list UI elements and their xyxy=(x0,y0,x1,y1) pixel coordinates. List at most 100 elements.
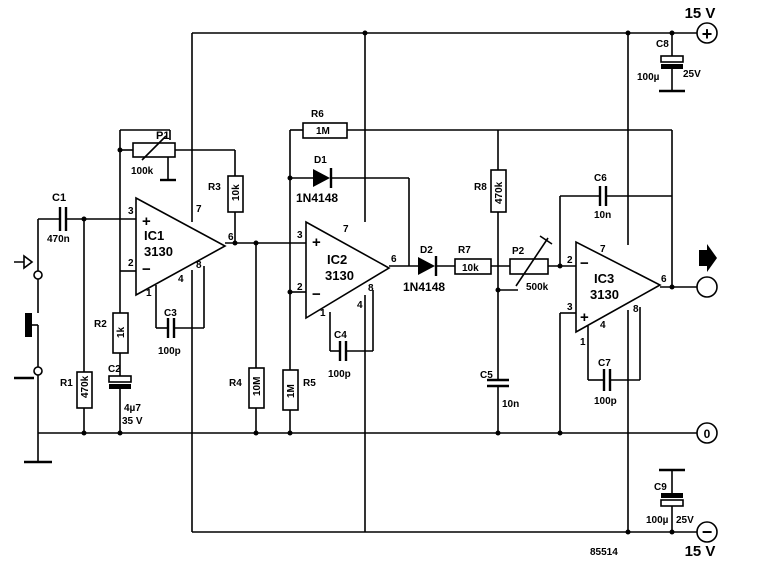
microphone-icon xyxy=(25,313,32,337)
c1-label: C1 xyxy=(52,192,66,204)
svg-text:6: 6 xyxy=(661,274,667,285)
svg-text:8: 8 xyxy=(368,283,374,294)
d1-label: D1 xyxy=(314,155,327,166)
svg-text:+: + xyxy=(580,309,589,326)
c2-rating: 35 V xyxy=(122,416,143,427)
plus-sign: + xyxy=(702,24,713,44)
c8-rating: 25V xyxy=(683,69,701,80)
c6-label: C6 xyxy=(594,173,607,184)
c5-value: 10n xyxy=(502,399,519,410)
positive-terminal xyxy=(696,22,718,44)
c6-value: 10n xyxy=(594,210,611,221)
c9-value: 100µ xyxy=(646,515,669,526)
svg-text:6: 6 xyxy=(391,254,397,265)
svg-text:7: 7 xyxy=(196,204,202,215)
c7-label: C7 xyxy=(598,358,611,369)
c2-capacitor xyxy=(108,375,132,383)
svg-text:8: 8 xyxy=(633,304,639,315)
ic2-name: IC2 xyxy=(327,252,347,267)
minus-sign: − xyxy=(702,522,713,542)
ic2-opamp xyxy=(305,220,391,320)
r5-label: R5 xyxy=(303,378,316,389)
c5-label: C5 xyxy=(480,370,493,381)
svg-text:8: 8 xyxy=(196,260,202,271)
svg-text:4: 4 xyxy=(178,274,184,285)
svg-text:1: 1 xyxy=(320,308,326,319)
svg-text:6: 6 xyxy=(228,232,234,243)
r2-value: 1k xyxy=(116,326,127,338)
c8-value: 100µ xyxy=(637,72,660,83)
r5-value: 1M xyxy=(286,384,297,398)
d1-value: 1N4148 xyxy=(296,191,338,205)
r6-value: 1M xyxy=(316,126,330,137)
r7-label: R7 xyxy=(458,245,471,256)
p1-potentiometer xyxy=(132,142,176,158)
positive-supply-label: 15 V xyxy=(685,5,716,22)
r3-label: R3 xyxy=(208,182,221,193)
r8-label: R8 xyxy=(474,182,487,193)
svg-text:7: 7 xyxy=(343,224,349,235)
p1-label: P1 xyxy=(156,130,169,142)
d1-diode xyxy=(313,169,330,187)
r8-value: 470k xyxy=(494,181,505,204)
p2-value: 500k xyxy=(526,282,549,293)
svg-text:2: 2 xyxy=(567,255,573,266)
c3-value: 100p xyxy=(158,346,181,357)
r2-label: R2 xyxy=(94,319,107,330)
d2-diode xyxy=(418,257,435,275)
c3-label: C3 xyxy=(164,308,177,319)
input-terminal xyxy=(33,270,43,280)
ic1-type: 3130 xyxy=(144,244,173,259)
c9-capacitor xyxy=(660,499,684,507)
svg-text:3: 3 xyxy=(297,230,303,241)
p2-label: P2 xyxy=(512,246,525,257)
c1-value: 470n xyxy=(47,234,70,245)
negative-supply-label: 15 V xyxy=(685,543,716,560)
input-arrow-icon xyxy=(14,254,34,270)
d2-label: D2 xyxy=(420,245,433,256)
c4-value: 100p xyxy=(328,369,351,380)
ic2-type: 3130 xyxy=(325,268,354,283)
svg-text:1: 1 xyxy=(146,288,152,299)
ground-terminal xyxy=(696,422,718,444)
ic1-opamp xyxy=(135,196,227,297)
r1-label: R1 xyxy=(60,378,73,389)
svg-text:−: − xyxy=(312,286,321,303)
c8-capacitor xyxy=(660,55,684,63)
output-arrow-icon xyxy=(699,244,717,272)
svg-text:+: + xyxy=(142,213,151,230)
output-terminal xyxy=(696,276,718,298)
c2-label: C2 xyxy=(108,364,121,375)
c9-rating: 25V xyxy=(676,515,694,526)
c2-value: 4µ7 xyxy=(124,403,141,414)
c7-value: 100p xyxy=(594,396,617,407)
r4-value: 10M xyxy=(252,377,263,396)
d2-value: 1N4148 xyxy=(403,280,445,294)
r7-value: 10k xyxy=(462,263,479,274)
svg-text:4: 4 xyxy=(357,300,363,311)
svg-text:7: 7 xyxy=(600,244,606,255)
c4-label: C4 xyxy=(334,330,347,341)
svg-text:4: 4 xyxy=(600,320,606,331)
r6-label: R6 xyxy=(311,109,324,120)
r4-label: R4 xyxy=(229,378,242,389)
c9-label: C9 xyxy=(654,482,667,493)
c8-label: C8 xyxy=(656,39,669,50)
negative-terminal xyxy=(696,521,718,543)
ic3-name: IC3 xyxy=(594,271,614,286)
svg-text:1: 1 xyxy=(580,337,586,348)
svg-text:−: − xyxy=(142,261,151,278)
svg-text:−: − xyxy=(580,255,589,272)
ic3-type: 3130 xyxy=(590,287,619,302)
ground-label: 0 xyxy=(704,427,711,441)
mic-ground-terminal xyxy=(33,366,43,376)
r3-value: 10k xyxy=(231,184,242,201)
r1-value: 470k xyxy=(80,375,91,398)
svg-text:3: 3 xyxy=(567,302,573,313)
svg-text:3: 3 xyxy=(128,206,134,217)
ic3-opamp xyxy=(575,240,662,334)
svg-text:+: + xyxy=(312,234,321,251)
figure-number: 85514 xyxy=(590,547,618,558)
